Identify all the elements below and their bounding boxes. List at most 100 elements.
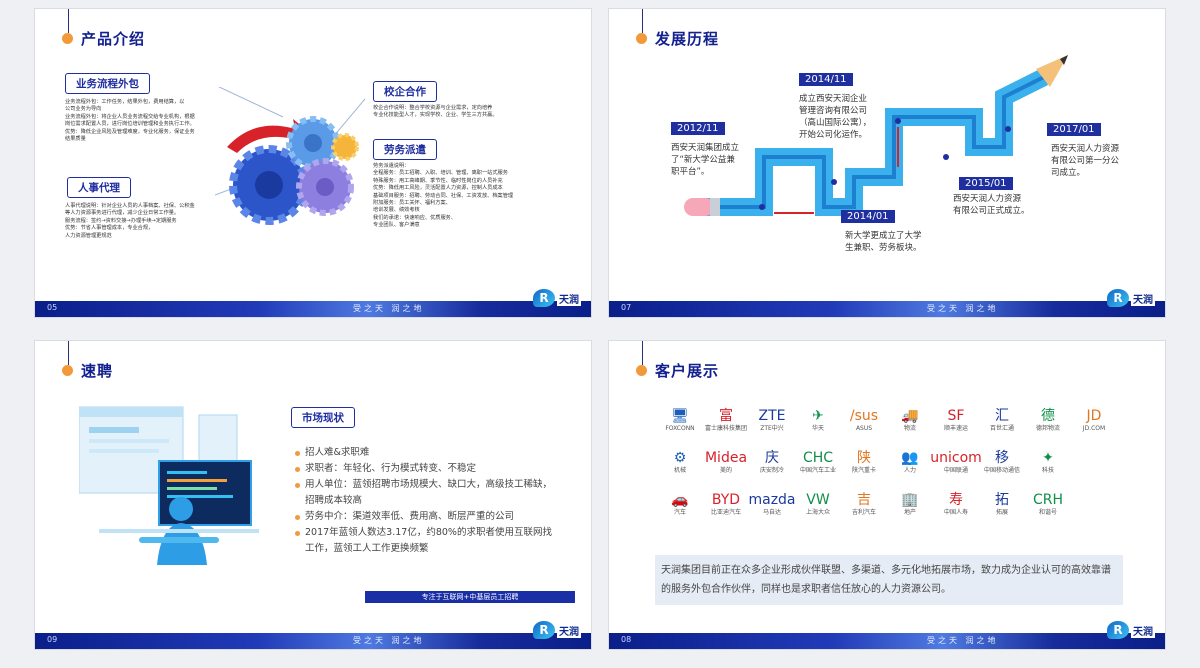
text-line: 优势：降低用工风险，灵活配置人力资源，控制人员成本 — [373, 185, 503, 192]
client-logo-icon: 汇 — [995, 407, 1009, 424]
slide-quick-recruit[interactable]: 速聘 市场现状 招人难&求职难求职者：年轻化、行为模式转变、不稳定用人单位：蓝领… — [35, 341, 591, 649]
event-date: 2015/01 — [959, 177, 1013, 190]
tag-bpo: 业务流程外包 — [65, 73, 150, 94]
gear-icon — [229, 145, 309, 225]
slide-title: 客户展示 — [655, 362, 720, 380]
text-line: 西安天润集团成立 — [671, 143, 740, 153]
text-line: 业务流程外包：工作任务，结果外包，费用结算，以 — [65, 99, 185, 105]
client-name: 百世汇通 — [989, 424, 1014, 432]
client-logo-icon: ⚙ — [673, 449, 687, 466]
timeline-marker — [943, 154, 949, 160]
client-logo-icon: 🏢 — [901, 491, 919, 508]
client-name: 吉利汽车 — [851, 508, 876, 516]
client-logo-icon: 拓 — [995, 491, 1009, 508]
client-name: 富士康科技集团 — [704, 424, 747, 432]
slide-product-intro[interactable]: 产品介绍 业务流程外包 业务流程外包：工作任务，结果外包，费用结算，以公司业务为… — [35, 9, 591, 317]
client-name: 中国联通 — [943, 466, 968, 474]
client-logo: 富富士康科技集团 — [703, 399, 749, 441]
text-line: 特殊服务：用工高峰期、季节性、临时性岗位的人员补充 — [373, 177, 503, 184]
text-line: 全程服务：员工招聘、入职、培训、管理、离职一站式服务 — [373, 170, 508, 177]
pencil-eraser-icon — [684, 198, 714, 216]
client-logo: ⚙机械 — [657, 441, 703, 483]
slogan: 受之天 润之地 — [927, 304, 999, 313]
timeline-marker — [1005, 126, 1011, 132]
text-line: 优势：节省人事管理成本，专业合规， — [65, 225, 154, 232]
text-line: 有限公司正式成立。 — [953, 206, 1030, 216]
client-name: 汽车 — [673, 508, 686, 516]
client-logo: ✦科技 — [1025, 441, 1071, 483]
title-dot — [636, 365, 647, 376]
title-line — [642, 9, 643, 33]
footer-bar: 08 受之天 润之地 — [609, 633, 1165, 649]
text-line: 附加服务：员工关怀、福利方案、 — [373, 200, 451, 207]
title-line — [68, 341, 69, 365]
bullet-item: 招人难&求职难 — [295, 445, 565, 461]
text-line: 了“新大学公益兼 — [671, 155, 735, 165]
client-logo-icon: Midea — [704, 449, 748, 466]
tag-labor-dispatch: 劳务派遣 — [373, 139, 437, 160]
client-name: 科技 — [1041, 466, 1054, 474]
client-logo-icon: unicom — [930, 449, 982, 466]
client-logo: 🖥FOXCONN — [657, 399, 703, 441]
slide-title: 产品介绍 — [81, 30, 146, 48]
client-logo: 🚚物流 — [887, 399, 933, 441]
gears-illustration — [215, 87, 365, 225]
client-name: 马自达 — [762, 508, 781, 516]
client-name: 比亚迪汽车 — [710, 508, 741, 516]
event-date: 2017/01 — [1047, 123, 1101, 136]
person-head-icon — [169, 497, 193, 521]
client-logo: 寿中国人寿 — [933, 483, 979, 525]
event-date: 2014/11 — [799, 73, 853, 86]
client-logo-icon: 德 — [1041, 407, 1055, 424]
pencil-tip-icon — [1036, 55, 1068, 87]
text-line: 西安天润人力资源 — [1051, 144, 1120, 154]
footer-bar: 05 受之天 润之地 — [35, 301, 591, 317]
client-name: 中国移动通信 — [983, 466, 1020, 474]
client-name: 德邦物流 — [1035, 424, 1060, 432]
page-number: 07 — [621, 303, 632, 312]
bullet-item: 用人单位：蓝领招聘市场规模大、缺口大，高级技工稀缺， — [295, 477, 565, 493]
text-line: 西安天润人力资源 — [953, 194, 1022, 204]
slide-development-history[interactable]: 发展历程 2012/11 西安天润集团成立了“新大学公益兼职平台”。 2014/… — [609, 9, 1165, 317]
text-line: 业务流程外包：将企业人员业务流程交给专业机构，根据 — [65, 113, 195, 120]
client-logo: ✈华天 — [795, 399, 841, 441]
client-logo-icon: ✈ — [812, 407, 824, 424]
title-line — [642, 341, 643, 365]
client-name: 庆安制冷 — [759, 466, 784, 474]
slogan-banner: 专注于互联网+中基层员工招聘 — [365, 591, 575, 603]
text-line: 开始公司化运作。 — [799, 130, 868, 140]
text-line: 新大学更成立了大学 — [845, 231, 922, 241]
client-name: JD.COM — [1082, 424, 1106, 432]
client-logo-icon: CHC — [802, 449, 834, 466]
text-line: 司成立。 — [1051, 168, 1086, 178]
client-logo-icon: CRH — [1032, 491, 1064, 508]
client-logo-icon: 庆 — [765, 449, 779, 466]
client-logo-icon: mazda — [748, 491, 796, 508]
text-line: 人力资源管理更规范 — [65, 232, 112, 239]
client-name: 美的 — [719, 466, 732, 474]
client-name: 华天 — [811, 424, 824, 432]
client-logo — [1071, 483, 1117, 525]
logo-icon: R — [1107, 621, 1129, 639]
text-line: 劳务派遣说明： — [373, 163, 410, 169]
page-number: 05 — [47, 303, 58, 312]
client-name: ASUS — [855, 424, 873, 432]
tag-school-enterprise: 校企合作 — [373, 81, 437, 102]
text-line: 基础项目服务：招聘、劳动合同、社保、工资发放、档案管理 — [373, 192, 514, 199]
client-name: 中国汽车工业 — [799, 466, 836, 474]
client-logo — [1071, 441, 1117, 483]
client-logo-icon: 🖥 — [671, 407, 689, 424]
event-text: 西安天润人力资源有限公司第一分公司成立。 — [1051, 143, 1151, 179]
text-line: 结果质量 — [65, 136, 86, 143]
event-date: 2014/01 — [841, 210, 895, 223]
bpo-description: 业务流程外包：工作任务，结果外包，费用结算，以公司业务为导向业务流程外包：将企业… — [65, 99, 250, 143]
text-line: 成立西安天润企业 — [799, 94, 868, 104]
slogan: 受之天 润之地 — [353, 636, 425, 645]
